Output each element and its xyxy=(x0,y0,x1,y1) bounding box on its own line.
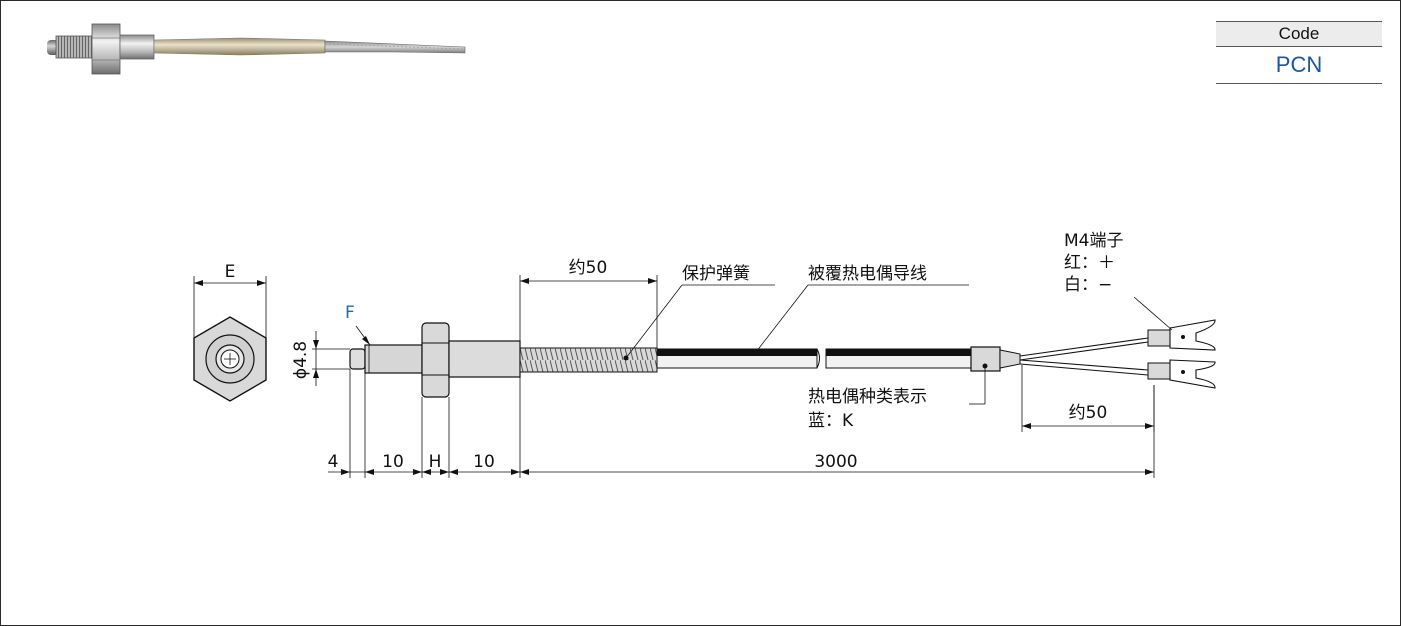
terminal-red xyxy=(1147,319,1216,351)
protective-spring xyxy=(519,347,658,373)
dim-spring-label: 约50 xyxy=(569,258,608,278)
dim-terminal-label: 约50 xyxy=(1069,403,1108,423)
dim-chain: 4 10 H 10 3000 xyxy=(328,369,1155,478)
photo-spring xyxy=(153,37,326,56)
photo-braid xyxy=(324,40,466,54)
callout-type: 热电偶种类表示 蓝：K xyxy=(808,366,986,431)
dim-diameter-label: ϕ4.8 xyxy=(291,341,311,379)
callout-spring: 保护弹簧 xyxy=(623,264,775,361)
spring-label: 保护弹簧 xyxy=(682,264,750,284)
callout-terminal: M4端子 红：＋ 白：− xyxy=(1064,231,1173,331)
probe-side-view xyxy=(349,319,1216,398)
red-plus-label: 红：＋ xyxy=(1064,253,1115,273)
thread-label: F xyxy=(345,303,355,323)
terminal-label: M4端子 xyxy=(1064,231,1123,251)
dim-spring: 约50 xyxy=(519,258,658,348)
code-header: Code xyxy=(1216,21,1382,47)
type-display-label: 热电偶种类表示 xyxy=(808,387,927,407)
dim-diameter: ϕ4.8 xyxy=(291,331,350,386)
photo-hex-nut xyxy=(91,23,121,75)
dim-e-label: E xyxy=(225,262,236,282)
photo-thread xyxy=(55,35,93,59)
photo-body xyxy=(119,34,155,60)
dim-body-label: 10 xyxy=(473,452,495,472)
probe-tip xyxy=(349,348,366,370)
callout-thread: F xyxy=(345,303,371,346)
dim-terminal: 约50 xyxy=(1021,365,1155,432)
callout-lead-wire: 被覆热电偶导线 xyxy=(755,264,969,353)
code-value: PCN xyxy=(1216,47,1382,84)
blue-k-label: 蓝：K xyxy=(808,411,854,431)
white-minus-label: 白：− xyxy=(1064,275,1112,295)
dim-thread-label: 10 xyxy=(382,452,404,472)
probe-body xyxy=(448,340,521,378)
dim-tip-label: 4 xyxy=(328,452,339,472)
dim-cable-label: 3000 xyxy=(814,452,857,472)
code-table: Code PCN xyxy=(1216,21,1382,84)
dim-nut-label: H xyxy=(429,452,442,472)
hex-end-view: E xyxy=(193,262,267,402)
terminal-white xyxy=(1147,359,1216,389)
probe-nut xyxy=(421,322,450,398)
product-photo xyxy=(47,23,466,75)
lead-wire-label: 被覆热电偶导线 xyxy=(808,264,927,284)
probe-thread xyxy=(364,344,423,374)
